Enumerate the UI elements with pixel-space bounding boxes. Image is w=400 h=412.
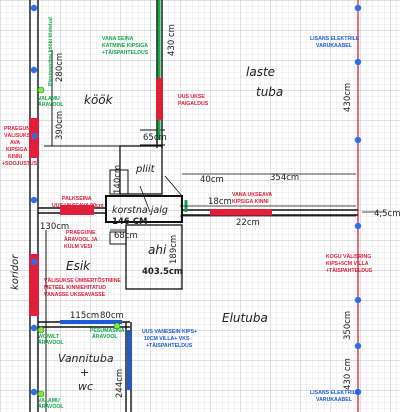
bath-line1: Vannituba [58,352,114,365]
hall-label: Esik [66,259,91,273]
red-outer-1: VÄLISUKSE ÜMBERTÕSTMINE [44,277,121,284]
green-left-vertical: Plasmeeritav kööki tõstetud [48,17,54,86]
blue-bath-wall [60,320,122,324]
red-old-door-1: PALKSEINA [62,196,92,202]
dim-40: 40cm [200,175,224,185]
old-door-mark [29,254,39,316]
dim-354: 354cm [270,173,299,183]
green-wc-1: WC/WLT [38,334,60,340]
red-wall-4: KIPSIGA [6,147,28,153]
dim-280: 280cm [55,53,65,82]
red-drain-3: KÜLM VESI [64,243,93,250]
dimension-lines [110,173,386,231]
red-outer-2: METEEL KINNIEHITATUD [44,285,106,291]
dim-oven: 403.5cm [142,267,183,277]
blue-bottom-2: VARUKAABEL [316,397,353,403]
green-top-1: VANA SEINA [102,36,134,42]
red-wall-3: AVA [10,140,20,146]
chimney-label: korstna jalg [112,205,168,216]
room-labels: köök laste tuba Esik koridor Elutuba Van… [10,65,283,393]
new-door-mark [156,78,163,120]
dim-65: 65cm [143,133,167,143]
dim-189: 189cm [169,235,179,264]
red-outer-3: VANASSE UKSEAVASSE [44,292,106,298]
green-valamu2-2: ÄRAVOOL [38,403,64,410]
blue-top-2: VARUKAABEL [316,43,353,49]
green-pesu-2: ÄRAVOOL [92,333,118,340]
dim-22: 22cm [236,218,260,228]
closed-center-door-mark [210,209,272,216]
bath-line2: + [80,366,89,379]
kids-room-line2: tuba [256,85,283,99]
red-center-2: KIPSIGA KINNI [232,199,269,205]
red-center-1: VANA UKSEAVA [232,192,272,198]
green-pesu-1: PESUMASINA [90,328,125,334]
green-valamu-1: VALAMU [38,96,60,102]
corridor-label: koridor [10,254,21,290]
blue-top-1: LISANS ELEKTRILE [310,36,360,42]
red-door-2: PAIGALDUS [178,101,209,107]
kitchen-door-mark [60,205,94,215]
dim-244: 244cm [115,369,125,398]
dim-430-top: 430 cm [167,24,177,56]
dim-18: 18cm [208,197,232,207]
dim-130: 130cm [40,222,69,232]
dim-430-bottom: 430 cm [343,358,353,390]
green-top-2: KATMINE KIPSIGA [102,43,148,49]
dim-115: 115cm [70,311,99,321]
red-wall-6: +SOOJUSTUS [2,161,38,167]
dim-68: 68cm [114,231,138,241]
stove-label: pliit [135,164,156,175]
bath-line3: wc [78,380,93,393]
drain-dots [37,86,121,398]
red-drain-2: ÄRAVOOL JA [64,236,98,243]
red-door-1: UUS UKSE [178,94,205,100]
annotations: VANA SEINA KATMINE KIPSIGA +TÄISPAHTELDU… [2,17,373,410]
oven-label: ahi [148,243,167,257]
kitchen-label: köök [84,93,114,107]
dim-390: 390cm [55,111,65,140]
dim-140: 140cm [113,165,123,194]
dim-80: 80cm [100,311,124,321]
red-right-2: KIPS+5CM VILLA [326,261,369,267]
blue-cable-dots [30,4,362,396]
red-wall-5: KINNI [8,154,23,160]
green-top-3: +TÄISPAHTELDUS [102,49,149,56]
dim-45: 4,5cm [374,209,400,219]
kids-room-line1: laste [246,65,275,79]
dim-350-right: 350cm [343,311,353,340]
blue-bottom-1: LISANS ELEKTRILE [310,390,360,396]
red-right-3: +TÄISPAHTELDUS [326,267,373,274]
red-right-1: KOGU VÄLISRING [326,253,371,260]
red-old-door-2: UUS UKSEAVA 90cm [52,203,104,209]
red-drain-1: PRAEGUNE [66,230,96,236]
blue-bath-wall-2 [127,330,131,390]
green-valamu2-1: VALAMU [38,398,60,404]
blue-bath-1: UUS VANESEIN KIPS+ [142,329,197,335]
dim-chimney: 146 CM [112,217,147,227]
dimension-labels: 430 cm 430cm 430 cm 350cm 280cm 390cm 14… [40,24,400,398]
blue-bath-3: +TÄISPAHTELDUS [146,342,193,349]
green-valamu-2: ÄRAVOOL [38,101,64,108]
red-wall-2: VÄLISUKSE [4,132,34,139]
dim-430-right: 430cm [343,83,353,112]
main-room-label: Elutuba [222,311,268,325]
blue-bath-2: 10CM VILLA+ VKS [144,336,190,342]
green-wc-2: ÄRAVOOL [38,339,64,346]
red-wall-1: PRAEGUNE [4,126,34,132]
